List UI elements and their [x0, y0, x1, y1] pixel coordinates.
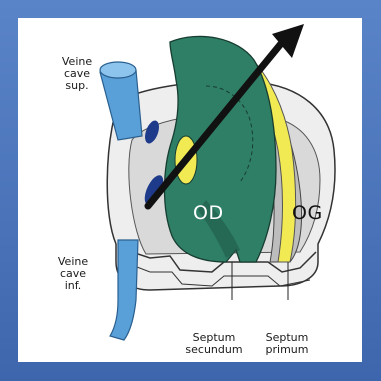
- label-septum-primum: Septum primum: [252, 332, 322, 356]
- label-septum-secundum: Septum secundum: [176, 332, 252, 356]
- label-og: OG: [292, 202, 323, 224]
- label-od: OD: [193, 202, 224, 224]
- vena-cava-inferior: [110, 240, 138, 340]
- label-veine-cave-inf: Veine cave inf.: [48, 256, 98, 292]
- label-veine-cave-sup: Veine cave sup.: [52, 56, 102, 92]
- vena-cava-superior-opening: [100, 62, 136, 78]
